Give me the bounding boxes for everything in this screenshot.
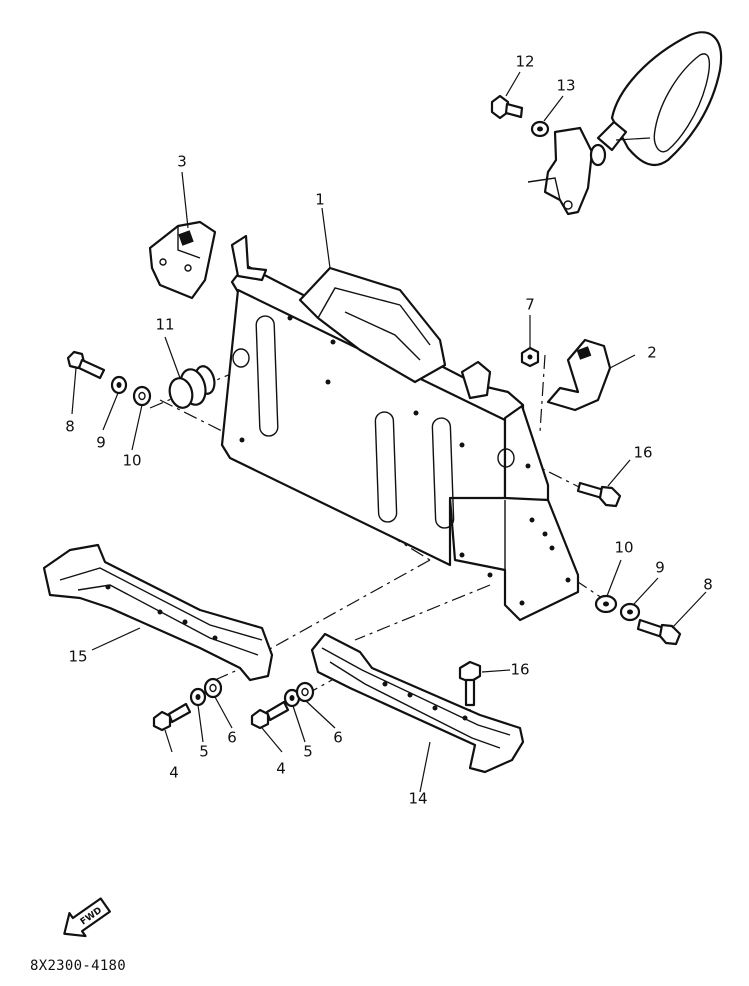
main-bracket: [220, 234, 580, 622]
callout-4a: 4: [169, 764, 179, 782]
callout-16a: 16: [633, 444, 652, 462]
bolt-4-right: [250, 700, 290, 730]
callout-7: 7: [525, 296, 535, 314]
callout-5a: 5: [199, 743, 209, 761]
washer-10-right: [594, 594, 618, 614]
clamp-bracket-left: [148, 220, 217, 300]
catalog-code: 8X2300-4180: [30, 958, 127, 974]
washer-9-left: [110, 375, 128, 395]
callout-2: 2: [647, 344, 657, 362]
callout-8a: 8: [65, 418, 75, 436]
callout-9b: 9: [655, 559, 665, 577]
bolt-16-upper: [576, 481, 622, 508]
channel-rail-14: [310, 632, 525, 774]
washer-5-left: [189, 687, 207, 707]
washer-10-left: [132, 385, 152, 407]
washer-9-right: [619, 602, 641, 622]
rubber-mount: [168, 365, 216, 409]
bolt-8-right: [636, 618, 682, 646]
callout-3: 3: [177, 153, 187, 171]
callout-5b: 5: [303, 743, 313, 761]
callout-11: 11: [155, 316, 174, 334]
washer-6-right: [295, 681, 315, 703]
bolt-12: [490, 94, 524, 120]
callout-13: 13: [556, 77, 575, 95]
fwd-arrow-icon: FWD: [63, 897, 111, 938]
callout-8b: 8: [703, 576, 713, 594]
clamp-bracket-right: [546, 338, 612, 412]
handle-assembly: [527, 31, 723, 216]
callout-labels: 1 2 3 4 4 5 5 6 6 7 8 8 9 9 10 10 11 12 …: [65, 53, 713, 808]
washer-13: [530, 120, 550, 138]
callout-1: 1: [315, 191, 325, 209]
channel-rail-15: [42, 543, 274, 682]
callout-16b: 16: [510, 661, 529, 679]
bolt-16-lower: [458, 660, 482, 707]
callout-14: 14: [408, 790, 427, 808]
callout-10a: 10: [122, 452, 141, 470]
bolt-4-left: [152, 702, 192, 732]
callout-12: 12: [515, 53, 534, 71]
washer-6-left: [203, 677, 223, 699]
callout-10b: 10: [614, 539, 633, 557]
leader-lines: [71, 71, 707, 793]
callout-4b: 4: [276, 760, 286, 778]
callout-6b: 6: [333, 729, 343, 747]
callout-15: 15: [68, 648, 87, 666]
bolt-8-left: [66, 350, 106, 380]
callout-6a: 6: [227, 729, 237, 747]
callout-9a: 9: [96, 434, 106, 452]
nut-7: [520, 346, 540, 368]
